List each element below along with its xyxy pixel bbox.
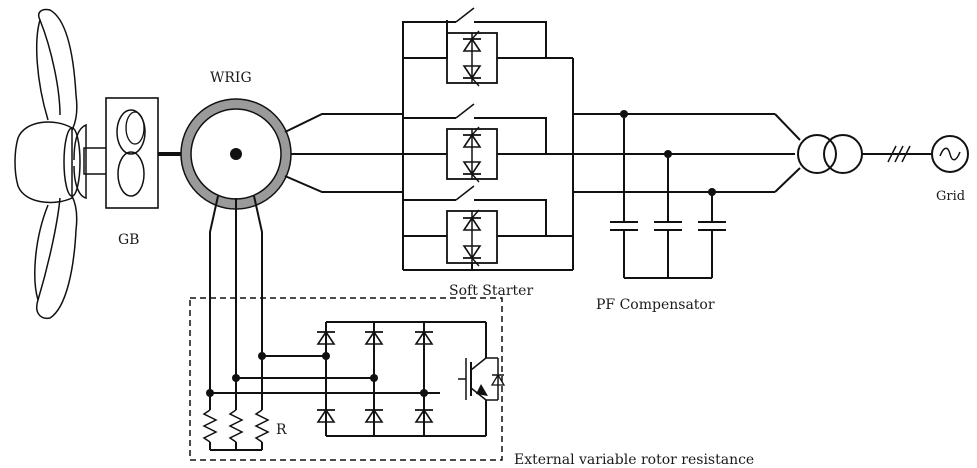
pf-compensator	[610, 110, 726, 279]
rotor-resistance-label: External variable rotor resistance	[514, 452, 754, 468]
turbine-blades-icon	[14, 8, 87, 320]
resistor-icon	[254, 393, 270, 450]
capacitor-icon	[610, 221, 638, 231]
transformer-icon	[797, 134, 863, 174]
pf-compensator-label: PF Compensator	[596, 297, 715, 313]
diode-rectifier	[236, 321, 486, 437]
soft-starter-phase-a	[402, 7, 547, 87]
generator-label: WRIG	[210, 70, 252, 86]
grid-label: Grid	[936, 189, 965, 204]
gearbox-icon	[105, 97, 159, 209]
rotor-resistance-box	[189, 297, 503, 461]
resistor-icon	[228, 393, 244, 450]
soft-starter-phase-c	[402, 185, 547, 267]
gearbox-label: GB	[118, 232, 139, 248]
soft-starter-phase-b	[402, 103, 547, 183]
rotor-leads	[206, 195, 266, 397]
resistor-label: R	[276, 422, 287, 438]
ac-source-icon	[931, 135, 969, 173]
grid-line	[862, 145, 932, 163]
rotor-shaft	[83, 147, 108, 175]
soft-starter-label: Soft Starter	[449, 283, 533, 299]
soft-starter	[402, 7, 573, 271]
stator-bus	[284, 58, 801, 270]
generator-wrig	[180, 98, 292, 210]
capacitor-icon	[698, 221, 726, 231]
igbt-icon	[458, 322, 506, 436]
capacitor-icon	[654, 221, 682, 231]
resistor-icon	[202, 393, 218, 450]
